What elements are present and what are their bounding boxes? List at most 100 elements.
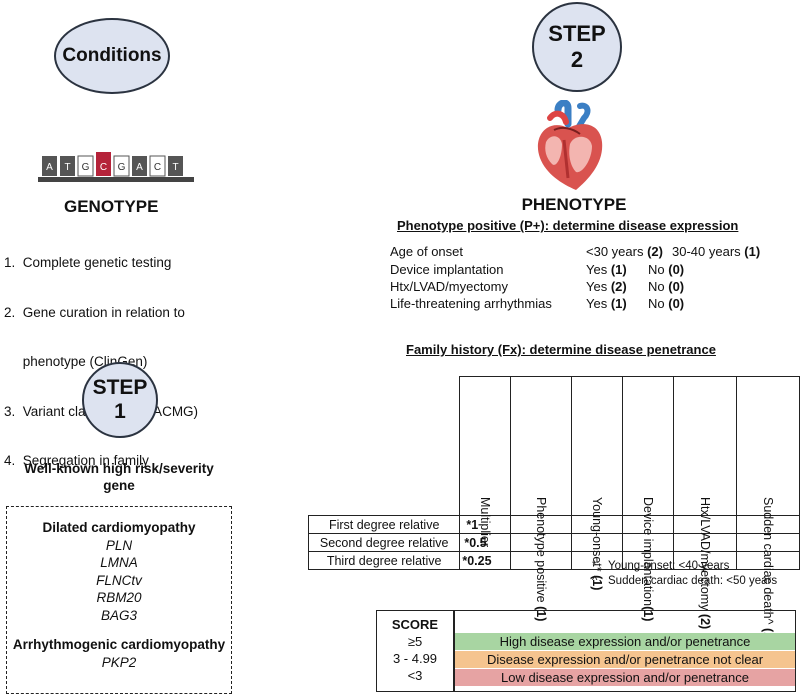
dcm-gene: BAG3 — [100, 607, 138, 623]
genotype-step-1: 1. Complete genetic testing — [4, 255, 172, 270]
table-corner — [308, 376, 461, 516]
table-header: Device implantation(1) — [622, 376, 675, 621]
footnote-symbol: * — [592, 560, 597, 572]
row-multiplier: *0.25 — [459, 551, 512, 570]
option-points: (1) — [610, 296, 627, 311]
genotype-step-2: 2. Gene curation in relation to — [4, 304, 185, 320]
dcm-gene: LMNA — [100, 555, 138, 570]
header-text: Htx/LVAD/myectomy — [698, 497, 713, 614]
score-range: 3 - 4.99 — [392, 651, 438, 666]
acm-title: Arrhythmogenic cardiomyopathy — [12, 637, 226, 652]
dcm-gene: PLN — [105, 537, 133, 553]
table-header: Sudden cardiac death^ (1) — [736, 376, 800, 643]
criteria-option: <30 years (2) — [586, 244, 663, 259]
svg-text:C: C — [154, 162, 161, 173]
step1-word: STEP — [92, 376, 148, 399]
dcm-gene: RBM20 — [96, 590, 142, 605]
score-divider — [453, 611, 455, 691]
family-history-subtitle: Family history (Fx): determine disease p… — [406, 342, 716, 357]
header-text: Phenotype positive — [534, 497, 549, 607]
criteria-option: 30-40 years (1) — [672, 244, 760, 259]
footnote-symbol: ^ — [592, 575, 598, 587]
row-label: Third degree relative — [307, 551, 461, 570]
table-header: Htx/LVAD/myectomy (2) — [673, 376, 738, 629]
footnote-sudden-death: ^ Sudden cardiac death: <50 years — [592, 575, 777, 587]
svg-text:G: G — [82, 162, 90, 173]
footnote-text: Sudden cardiac death: <50 years — [608, 575, 778, 587]
criteria-label: Htx/LVAD/myectomy — [390, 279, 508, 294]
dna-base-1: A — [42, 156, 57, 176]
dna-base-3: G — [77, 155, 94, 177]
table-row: Second degree relative *0.5 — [307, 533, 800, 552]
criteria-option: Yes (1) — [586, 262, 627, 277]
svg-text:A: A — [46, 162, 53, 173]
row-label: First degree relative — [307, 515, 461, 534]
criteria-option: Yes (2) — [586, 279, 627, 294]
table-row: Third degree relative *0.25 — [307, 551, 800, 570]
option-text: Yes — [586, 262, 611, 277]
option-text: No — [648, 262, 669, 277]
table-header-row: Multiplier Phenotype positive (1) Young-… — [308, 376, 800, 643]
criteria-label: Device implantation — [390, 262, 504, 277]
criteria-row: Device implantation — [390, 262, 503, 277]
option-points: (0) — [668, 296, 685, 311]
option-points: (1) — [744, 244, 761, 259]
family-history-table: Multiplier Phenotype positive (1) Young-… — [307, 376, 800, 643]
heart-icon — [537, 100, 603, 190]
score-bar-low: Low disease expression and/or penetrance — [455, 669, 795, 686]
dcm-title: Dilated cardiomyopathy — [42, 520, 196, 535]
option-text: <30 years — [586, 244, 648, 259]
criteria-row: Htx/LVAD/myectomy — [390, 279, 508, 294]
table-cell — [622, 551, 675, 570]
dna-sequence-icon: A T G C G A C T — [38, 152, 194, 182]
criteria-label: Age of onset — [390, 244, 463, 259]
option-points: (1) — [610, 262, 627, 277]
dna-base-7: C — [149, 155, 166, 177]
conditions-circle: Conditions — [54, 18, 170, 94]
criteria-row: Age of onset — [390, 244, 463, 259]
step2-number: 2 — [570, 47, 584, 72]
genotype-title: GENOTYPE — [64, 197, 159, 216]
criteria-option: No (0) — [648, 262, 684, 277]
acm-gene: PKP2 — [101, 654, 137, 670]
svg-text:T: T — [172, 162, 178, 173]
dna-base-4: C — [96, 152, 111, 176]
option-points: (0) — [668, 262, 685, 277]
score-bar-high: High disease expression and/or penetranc… — [455, 633, 795, 650]
highrisk-line-1: Well-known high risk/severity — [24, 461, 214, 476]
row-label: Second degree relative — [307, 533, 461, 552]
criteria-option: Yes (1) — [586, 296, 627, 311]
conditions-label: Conditions — [62, 45, 162, 66]
gene-list-box: Dilated cardiomyopathy PLN LMNA FLNCtv R… — [6, 506, 232, 694]
dcm-gene: FLNCtv — [96, 572, 142, 588]
criteria-option: No (0) — [648, 296, 684, 311]
dna-base-2: T — [60, 156, 75, 176]
score-title: SCORE — [391, 617, 439, 632]
footnote-text: Young-onset: <40 years — [608, 560, 730, 572]
table-header: Multiplier — [459, 376, 512, 547]
score-range: <3 — [407, 668, 423, 683]
dna-base-5: G — [113, 155, 130, 177]
criteria-label: Life-threatening arrhythmias — [390, 296, 552, 311]
criteria-option: No (0) — [648, 279, 684, 294]
score-bar-unclear: Disease expression and/or penetrance not… — [455, 651, 795, 668]
phenotype-subtitle: Phenotype positive (P+): determine disea… — [397, 218, 739, 233]
option-text: 30-40 years — [672, 244, 745, 259]
svg-text:G: G — [118, 162, 126, 173]
option-text: No — [648, 296, 669, 311]
phenotype-title: PHENOTYPE — [521, 195, 627, 214]
svg-text:A: A — [136, 162, 143, 173]
option-points: (2) — [610, 279, 627, 294]
option-text: No — [648, 279, 669, 294]
svg-text:C: C — [100, 162, 107, 173]
option-text: Yes — [586, 296, 611, 311]
score-range: ≥5 — [407, 634, 423, 649]
genotype-step-4: 4. Segregation in family — [4, 453, 149, 468]
svg-text:T: T — [64, 162, 70, 173]
genotype-steps: 1. Complete genetic testing 2. Gene cura… — [4, 222, 198, 486]
header-text: Sudden cardiac death^ — [761, 497, 776, 628]
option-points: (0) — [668, 279, 685, 294]
criteria-row: Life-threatening arrhythmias — [390, 296, 552, 311]
table-header: Young-onset* (1) — [571, 376, 624, 590]
step2-word: STEP — [548, 21, 606, 46]
